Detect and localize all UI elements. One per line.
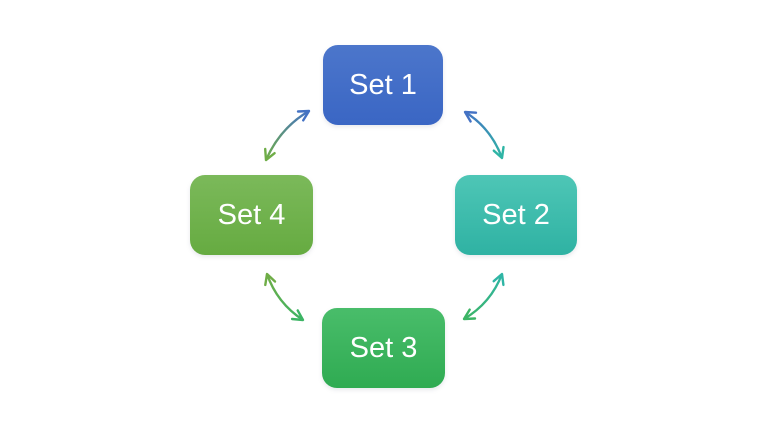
connector-line [464, 110, 504, 159]
connector-set3-set4[interactable] [264, 272, 305, 322]
connector-line [463, 273, 504, 321]
arrowhead-icon [463, 110, 478, 123]
arrowhead-icon [264, 272, 277, 287]
node-set2[interactable]: Set 2 [455, 175, 577, 255]
node-set3-label: Set 3 [349, 331, 418, 364]
arrowhead-icon [290, 309, 305, 322]
arrowhead-icon [264, 147, 276, 162]
connector-line [264, 109, 310, 161]
node-set2-label: Set 2 [482, 198, 550, 231]
connector-set2-set3[interactable] [462, 272, 505, 321]
arrowhead-icon [296, 109, 311, 122]
arrowhead-icon [492, 145, 505, 160]
node-set4[interactable]: Set 4 [190, 175, 313, 255]
node-set1-label: Set 1 [349, 68, 417, 101]
node-set4-label: Set 4 [217, 198, 286, 231]
node-set1[interactable]: Set 1 [323, 45, 443, 125]
node-set3[interactable]: Set 3 [322, 308, 445, 388]
connector-set1-set2[interactable] [463, 110, 505, 160]
arrowhead-icon [462, 308, 477, 321]
arrowhead-icon [492, 272, 505, 287]
connector-set4-set1[interactable] [264, 109, 311, 162]
connector-line [265, 273, 304, 322]
